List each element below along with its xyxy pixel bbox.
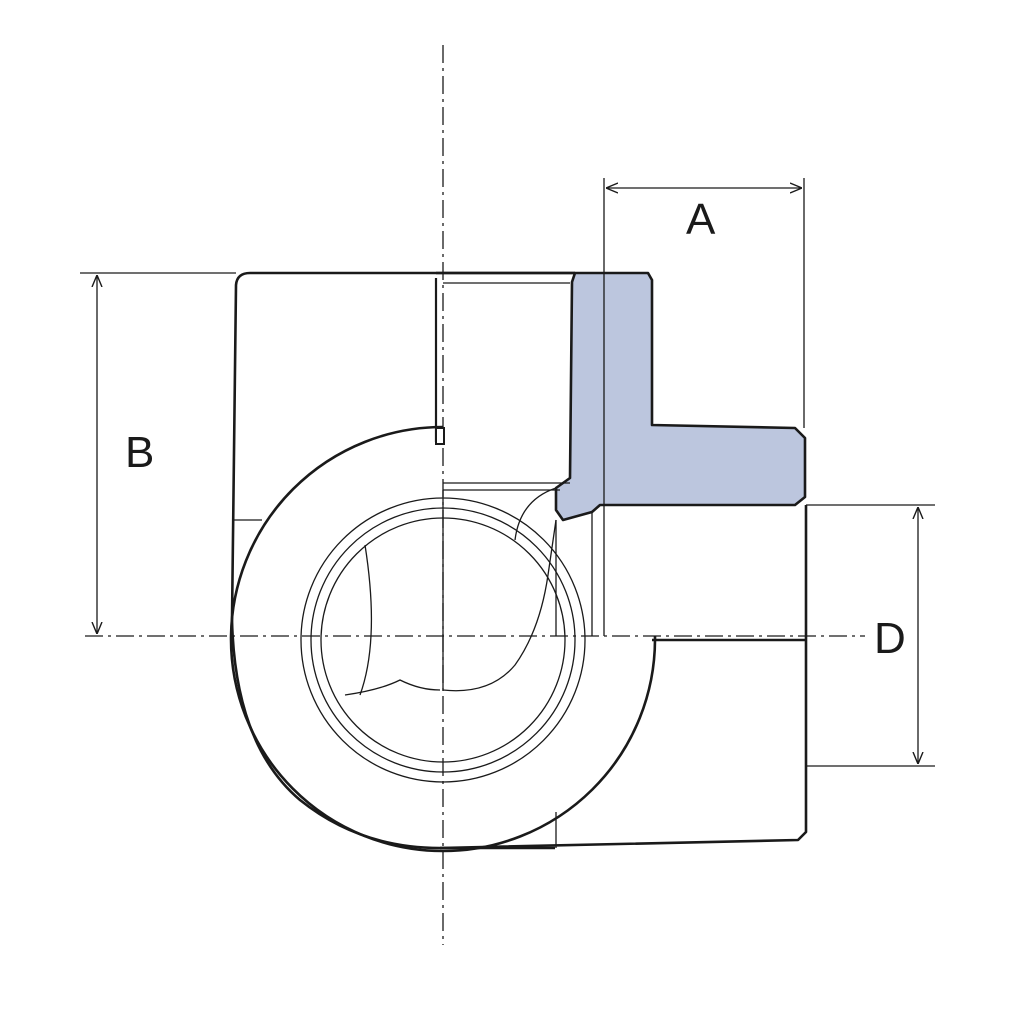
dimension-d xyxy=(806,504,935,767)
dimension-b xyxy=(80,272,236,634)
body-bottom-outline xyxy=(439,505,808,850)
dimension-b-label: B xyxy=(125,428,154,477)
bore-contour-1 xyxy=(359,544,373,696)
bore-contour-4 xyxy=(514,487,557,541)
socket-notch xyxy=(435,427,445,445)
bore-contour-3 xyxy=(442,490,557,692)
detail-lines xyxy=(232,178,805,848)
dimension-a-label: A xyxy=(686,195,716,244)
outer-ring xyxy=(229,425,657,853)
bore-contour-2 xyxy=(344,679,441,696)
body-top-outline xyxy=(230,271,575,621)
dimension-d-label: D xyxy=(874,614,906,663)
section-hatch xyxy=(554,271,807,522)
fitting-body xyxy=(229,271,808,853)
body-left-outline xyxy=(230,619,555,850)
